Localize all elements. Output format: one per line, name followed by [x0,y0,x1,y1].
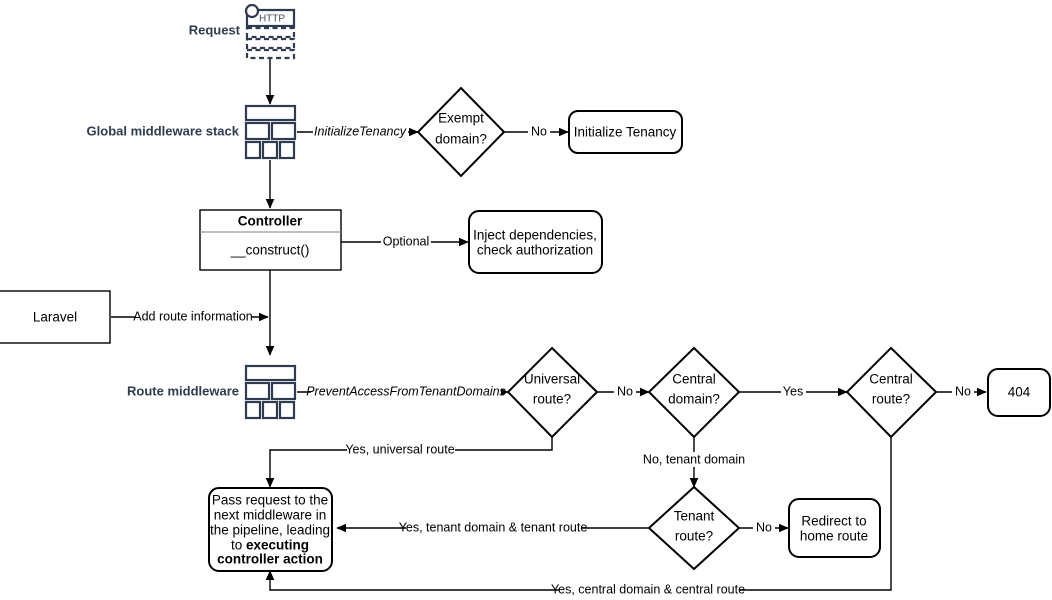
central-route-line-2: route? [872,392,910,407]
universal-route-line-1: Universal [524,372,580,387]
edge-label-central-domain-yes: Yes [783,384,803,398]
pass-request-line-2: next middleware in [214,508,327,523]
svg-text:to executing: to executing [231,537,309,552]
edge-label-yes-tenant-domain-tenant-route: Yes, tenant domain & tenant route [399,520,588,534]
edge-label-no-tenant-domain: No, tenant domain [643,452,745,466]
pass-request-line-4-bold: executing [246,537,309,552]
edge-label-exempt-no: No [531,124,547,138]
edge-label-yes-central-domain-central-route: Yes, central domain & central route [551,582,745,596]
controller-title: Controller [238,214,303,229]
exempt-domain-line-1: Exempt [438,111,484,126]
not-found-node[interactable]: 404 [987,368,1051,417]
edge-label-add-route-information: Add route information [133,309,253,323]
route-middleware-label: Route middleware [127,383,239,398]
inject-dependencies-line-2: check authorization [477,243,593,258]
central-domain-line-1: Central [672,372,716,387]
inject-dependencies-line-1: Inject dependencies, [473,228,597,243]
http-icon-caption: HTTP [259,14,285,25]
http-request-icon: HTTP [244,3,296,60]
pass-request-line-4-plain: to [231,537,246,552]
tenant-route-line-2: route? [675,529,713,544]
inject-dependencies-node[interactable]: Inject dependencies, check authorization [468,210,603,274]
central-route-line-1: Central [869,372,913,387]
edge-label-universal-no: No [617,384,633,398]
pass-request-line-1: Pass request to the [212,493,328,508]
initialize-tenancy-label: Initialize Tenancy [574,125,677,140]
pass-request-line-3: the pipeline, leading [210,523,330,538]
global-middleware-stack-label: Global middleware stack [87,123,240,138]
redirect-home-node[interactable]: Redirect to home route [788,498,881,558]
edge-label-optional: Optional [383,234,430,248]
edge-label-prevent-access: PreventAccessFromTenantDomains [306,384,506,398]
exempt-domain-line-2: domain? [435,132,487,147]
edge-label-tenant-route-no: No [756,520,772,534]
pass-request-node[interactable]: Pass request to the next middleware in t… [208,487,333,572]
tenant-route-line-1: Tenant [674,509,715,524]
universal-route-line-2: route? [533,392,571,407]
central-route-decision[interactable]: Central route? [845,346,938,439]
controller-member: __construct() [230,243,310,258]
central-domain-decision[interactable]: Central domain? [647,346,741,439]
edge-labels: InitializeTenancy No Optional Add route … [133,124,974,597]
edge-label-initialize-tenancy: InitializeTenancy [314,124,407,138]
redirect-home-line-1: Redirect to [801,514,866,529]
exempt-domain-decision[interactable]: Exempt domain? [416,86,506,178]
laravel-label: Laravel [33,310,77,325]
controller-class-node[interactable]: Controller __construct() [199,209,342,271]
redirect-home-line-2: home route [800,529,868,544]
initialize-tenancy-node[interactable]: Initialize Tenancy [568,110,683,154]
edge-label-central-route-no: No [955,384,971,398]
central-domain-line-2: domain? [668,392,720,407]
global-middleware-stack-icon [244,104,297,160]
universal-route-decision[interactable]: Universal route? [506,346,599,439]
laravel-node[interactable]: Laravel [0,290,111,344]
request-label: Request [189,22,241,37]
edge-label-yes-universal-route: Yes, universal route [345,442,454,456]
route-middleware-stack-icon [244,364,297,420]
pass-request-line-5: controller action [217,552,323,567]
tenant-route-decision[interactable]: Tenant route? [647,485,741,571]
not-found-label: 404 [1008,385,1031,400]
